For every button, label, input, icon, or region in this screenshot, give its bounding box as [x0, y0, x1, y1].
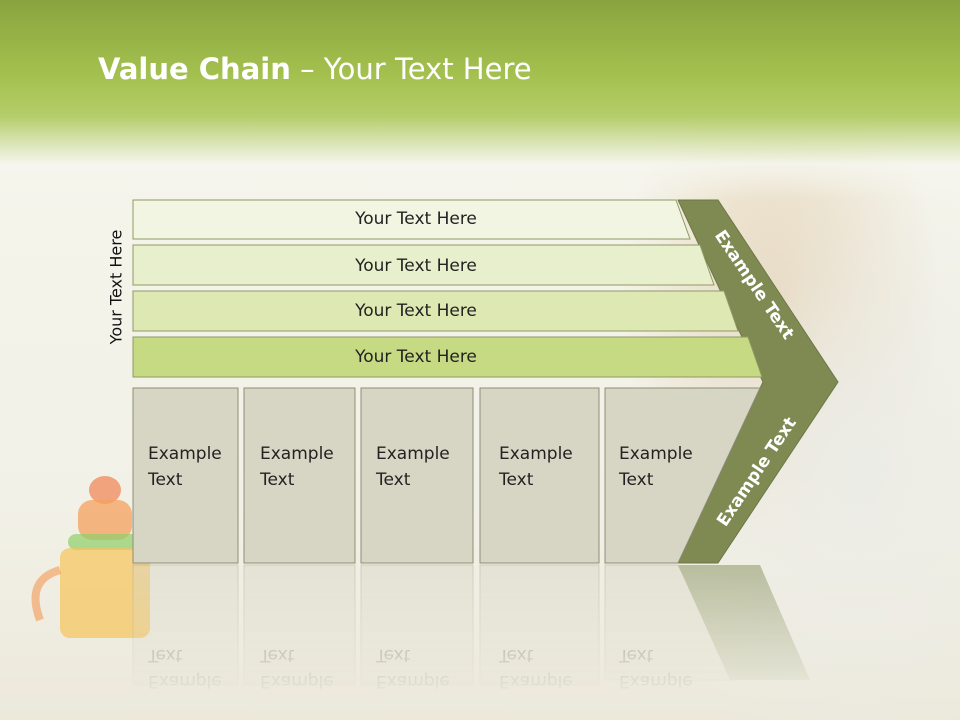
primary-activity-line1: Example — [148, 444, 222, 464]
primary-activity-line1: Example — [376, 444, 450, 464]
svg-text:Text: Text — [375, 645, 411, 665]
primary-activity-box: Example Text — [479, 387, 600, 564]
primary-activity-line1: Example — [260, 444, 334, 464]
primary-activity-line2: Text — [618, 470, 654, 490]
support-activity-label: Your Text Here — [354, 209, 477, 229]
primary-activity-box: Example Text — [360, 387, 474, 564]
svg-text:Text: Text — [147, 645, 183, 665]
support-activity-label: Your Text Here — [354, 301, 477, 321]
svg-text:Example: Example — [148, 671, 222, 691]
support-activity-label: Your Text Here — [354, 347, 477, 367]
support-activity-label: Your Text Here — [354, 256, 477, 276]
primary-activity-line2: Text — [147, 470, 183, 490]
primary-activity-line2: Text — [498, 470, 534, 490]
primary-activity-line1: Example — [619, 444, 693, 464]
svg-text:Text: Text — [618, 645, 654, 665]
sippy-cup-image — [31, 476, 150, 638]
support-activity-bar: Your Text Here — [132, 244, 715, 286]
svg-text:Text: Text — [498, 645, 534, 665]
svg-text:Example: Example — [376, 671, 450, 691]
title-rest: – Your Text Here — [290, 52, 532, 86]
primary-activity-line2: Text — [259, 470, 295, 490]
title-bold: Value Chain — [98, 52, 291, 86]
support-activity-bar: Your Text Here — [132, 336, 763, 378]
support-activity-bar: Your Text Here — [132, 199, 691, 240]
header-band — [0, 0, 960, 200]
primary-activity-box: Example Text — [604, 387, 761, 564]
primary-activity-line2: Text — [375, 470, 411, 490]
svg-text:Text: Text — [259, 645, 295, 665]
svg-text:Example: Example — [619, 671, 693, 691]
primary-activity-box: Example Text — [132, 387, 239, 564]
svg-text:Example: Example — [260, 671, 334, 691]
primary-activity-line1: Example — [499, 444, 573, 464]
primary-activity-box: Example Text — [243, 387, 356, 564]
slide-title: Value Chain – Your Text Here — [98, 52, 532, 86]
reflection: Example Text Example Text Example Text Exam… — [132, 564, 810, 691]
svg-text:Example: Example — [499, 671, 573, 691]
support-activity-bar: Your Text Here — [132, 290, 739, 332]
margin-chevron — [677, 199, 839, 564]
